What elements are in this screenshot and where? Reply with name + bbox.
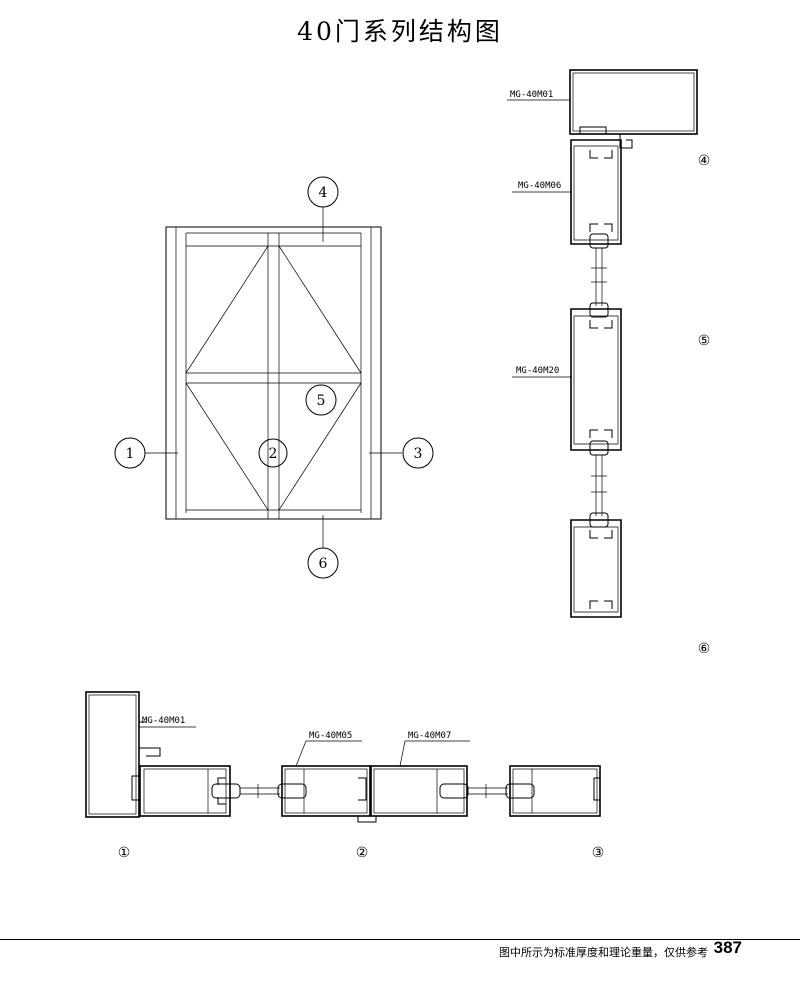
profile-m01-vertical-shape (569, 69, 698, 135)
callout-5: 5 (317, 393, 326, 409)
marker-1: ① (118, 845, 131, 861)
callout-4: 4 (319, 185, 328, 201)
label-mg-40m07: MG-40M07 (408, 731, 451, 741)
callout-1: 1 (126, 446, 135, 462)
vertical-section: MG-40M01 MG-40M06 MG-40M20 ④ (507, 69, 711, 657)
label-mg-40m20: MG-40M20 (516, 366, 559, 376)
page-title: 40门系列结构图 (297, 17, 503, 46)
callout-5-circle (305, 384, 337, 416)
profile-m07-shape (370, 765, 468, 817)
marker-3: ③ (592, 845, 605, 861)
label-mg-40m06: MG-40M06 (518, 181, 561, 191)
profile-m01-horizontal-shape (85, 691, 140, 818)
door-elevation: 4 1 2 3 5 6 (114, 176, 434, 579)
callout-2-circle (258, 438, 288, 468)
label-mg-40m01-horizontal: MG-40M01 (142, 716, 185, 726)
marker-6: ⑥ (698, 641, 711, 657)
profile-bottom-shape (570, 519, 622, 618)
callout-6-circle (307, 547, 339, 579)
callout-3-circle (402, 437, 434, 469)
marker-5: ⑤ (698, 333, 711, 349)
marker-2: ② (356, 845, 369, 861)
profile-left-shape (139, 765, 231, 817)
page-number: 387 (713, 938, 742, 957)
horizontal-section: MG-40M01 MG-40M05 MG-40M07 (85, 691, 605, 861)
profile-m06-shape (570, 139, 622, 245)
label-mg-40m01-vertical: MG-40M01 (510, 90, 553, 100)
footer-rule (0, 939, 800, 940)
callout-4-circle (307, 176, 339, 208)
label-mg-40m05: MG-40M05 (309, 731, 352, 741)
callout-2: 2 (269, 446, 278, 462)
footer-note: 图中所示为标准厚度和理论重量，仅供参考 (499, 946, 708, 959)
profile-right-shape (509, 765, 601, 817)
profile-m05-shape (281, 765, 371, 817)
callout-3: 3 (414, 446, 423, 462)
profile-m20-shape (570, 308, 622, 451)
callout-6: 6 (319, 556, 328, 572)
marker-4: ④ (698, 153, 711, 169)
callout-1-circle (114, 437, 146, 469)
